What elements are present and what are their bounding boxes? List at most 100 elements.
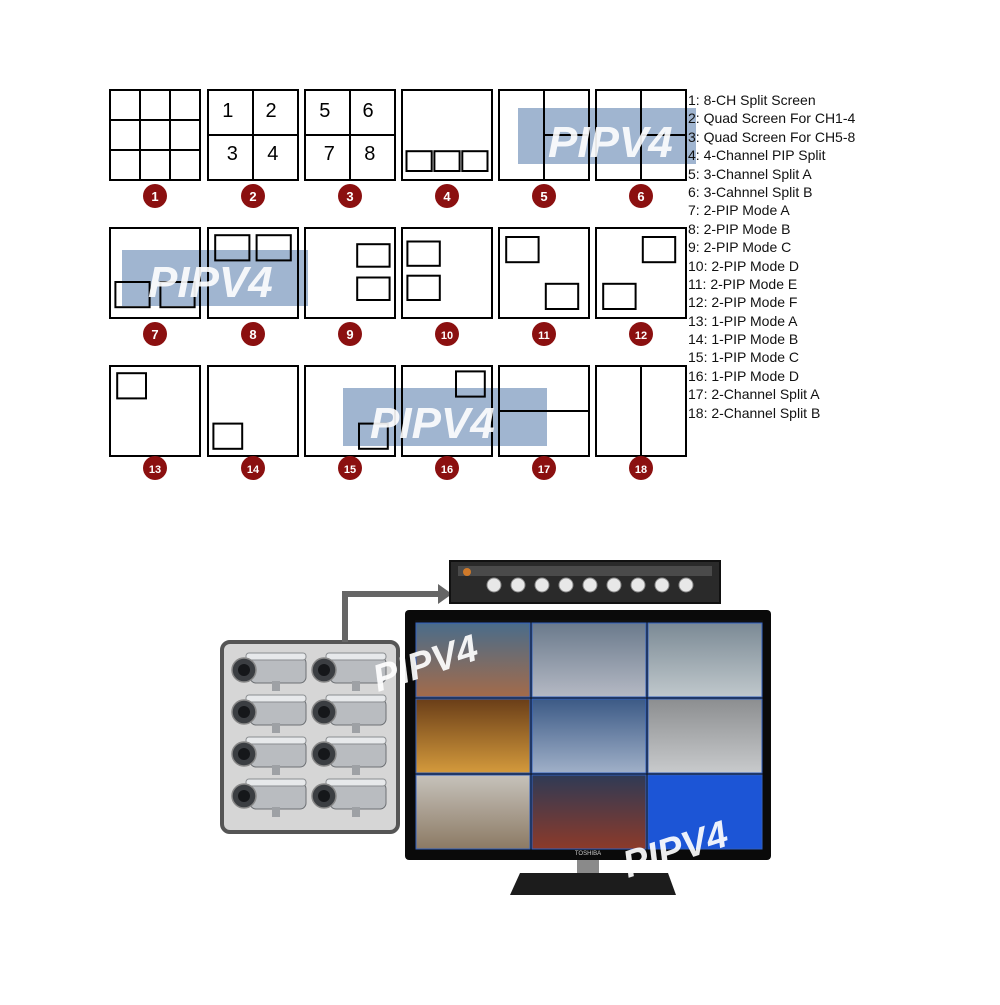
camera-body bbox=[249, 740, 307, 768]
channel-label: 2 bbox=[265, 100, 276, 122]
layout-frame bbox=[109, 227, 201, 319]
video-tile bbox=[415, 698, 531, 774]
layout-9: 9 bbox=[304, 227, 396, 346]
camera-icon bbox=[311, 736, 387, 775]
layout-number: 12 bbox=[635, 330, 647, 342]
legend-item-4: 4: 4-Channel PIP Split bbox=[688, 147, 826, 164]
legend-item-5: 5: 3-Channel Split A bbox=[688, 165, 812, 182]
layout-frame bbox=[109, 89, 201, 181]
processor-button bbox=[582, 577, 598, 593]
legend-item-17: 17: 2-Channel Split A bbox=[688, 386, 820, 403]
camera-body bbox=[329, 698, 387, 726]
layout-number: 16 bbox=[441, 464, 453, 476]
layout-frame bbox=[401, 89, 493, 181]
channel-label: 6 bbox=[362, 100, 373, 122]
camera-mount bbox=[272, 765, 280, 775]
pip-window bbox=[455, 370, 486, 398]
video-tile bbox=[415, 774, 531, 850]
layout-number-badge bbox=[435, 456, 459, 480]
pip-window bbox=[544, 282, 580, 310]
pip-window bbox=[114, 281, 151, 309]
video-tile bbox=[531, 774, 647, 850]
connector-line bbox=[342, 591, 440, 642]
layout-frame bbox=[207, 227, 299, 319]
monitor-neck bbox=[577, 860, 599, 874]
pip-window bbox=[602, 282, 637, 310]
pip-window bbox=[433, 150, 461, 172]
camera-body bbox=[249, 698, 307, 726]
pip-window bbox=[159, 281, 196, 309]
pip-window bbox=[406, 274, 441, 302]
processor-button bbox=[606, 577, 622, 593]
layout-11: 11 bbox=[498, 227, 590, 346]
processor-button bbox=[558, 577, 574, 593]
legend-item-8: 8: 2-PIP Mode B bbox=[688, 220, 791, 237]
layout-number: 9 bbox=[346, 327, 353, 342]
video-tile bbox=[647, 774, 763, 850]
legend-item-2: 2: Quad Screen For CH1-4 bbox=[688, 110, 856, 127]
camera-icon bbox=[231, 694, 307, 733]
layout-number: 13 bbox=[149, 464, 161, 476]
layout-number: 1 bbox=[151, 189, 158, 204]
layout-number: 18 bbox=[635, 464, 647, 476]
camera-lens-core bbox=[318, 706, 330, 718]
monitor-brand: TOSHIBA bbox=[575, 851, 601, 857]
pip-window bbox=[641, 236, 677, 264]
video-tile bbox=[415, 622, 531, 698]
layout-legend: 1: 8-CH Split Screen 2: Quad Screen For … bbox=[688, 91, 888, 422]
camera-panel bbox=[220, 640, 400, 834]
legend-item-16: 16: 1-PIP Mode D bbox=[688, 367, 800, 384]
pip-window bbox=[461, 150, 489, 172]
processor-power-led bbox=[463, 568, 471, 576]
layout-5: 5 bbox=[498, 89, 590, 208]
legend-item-1: 1: 8-CH Split Screen bbox=[688, 92, 816, 108]
layout-number-badge bbox=[532, 322, 556, 346]
camera-lens-core bbox=[238, 664, 250, 676]
layout-number: 4 bbox=[443, 189, 451, 204]
camera-visor bbox=[245, 652, 307, 661]
processor-button bbox=[654, 577, 670, 593]
pip-window bbox=[214, 234, 251, 262]
layout-16: 16 bbox=[401, 365, 493, 480]
camera-body bbox=[249, 782, 307, 810]
layout-frame bbox=[304, 227, 396, 319]
camera-lens-core bbox=[238, 790, 250, 802]
layout-number: 17 bbox=[538, 464, 550, 476]
layout-12: 12 bbox=[595, 227, 687, 346]
layout-number: 2 bbox=[249, 189, 256, 204]
legend-item-11: 11: 2-PIP Mode E bbox=[688, 275, 798, 292]
legend-item-18: 18: 2-Channel Split B bbox=[688, 404, 821, 421]
layout-15: 15 bbox=[304, 365, 396, 480]
pip-window bbox=[212, 422, 244, 450]
layout-1: 1 bbox=[109, 89, 201, 208]
channel-label: 3 bbox=[227, 143, 238, 165]
camera-visor bbox=[325, 736, 387, 745]
layout-frame bbox=[207, 365, 299, 457]
legend-item-10: 10: 2-PIP Mode D bbox=[688, 257, 800, 274]
layout-number-badge bbox=[629, 456, 653, 480]
processor-button bbox=[678, 577, 694, 593]
legend-item-14: 14: 1-PIP Mode B bbox=[688, 331, 799, 348]
layout-number-badge bbox=[143, 184, 167, 208]
layout-number: 3 bbox=[346, 189, 353, 204]
processor-unit bbox=[449, 560, 721, 604]
layout-number-badge bbox=[143, 456, 167, 480]
legend-item-12: 12: 2-PIP Mode F bbox=[688, 294, 798, 311]
layout-number-badge bbox=[435, 322, 459, 346]
camera-lens-core bbox=[238, 706, 250, 718]
camera-icon bbox=[311, 652, 387, 691]
camera-body bbox=[249, 656, 307, 684]
camera-visor bbox=[325, 652, 387, 661]
pip-window bbox=[356, 276, 391, 301]
camera-body bbox=[329, 782, 387, 810]
layout-7: 7 bbox=[109, 227, 201, 346]
camera-icon bbox=[231, 652, 307, 691]
camera-lens-core bbox=[318, 790, 330, 802]
layout-number-badge bbox=[143, 322, 167, 346]
layout-number: 5 bbox=[540, 189, 547, 204]
layout-number: 15 bbox=[344, 464, 356, 476]
pip-window bbox=[116, 372, 147, 400]
legend-item-3: 3: Quad Screen For CH5-8 bbox=[688, 128, 856, 145]
video-tile bbox=[647, 698, 763, 774]
